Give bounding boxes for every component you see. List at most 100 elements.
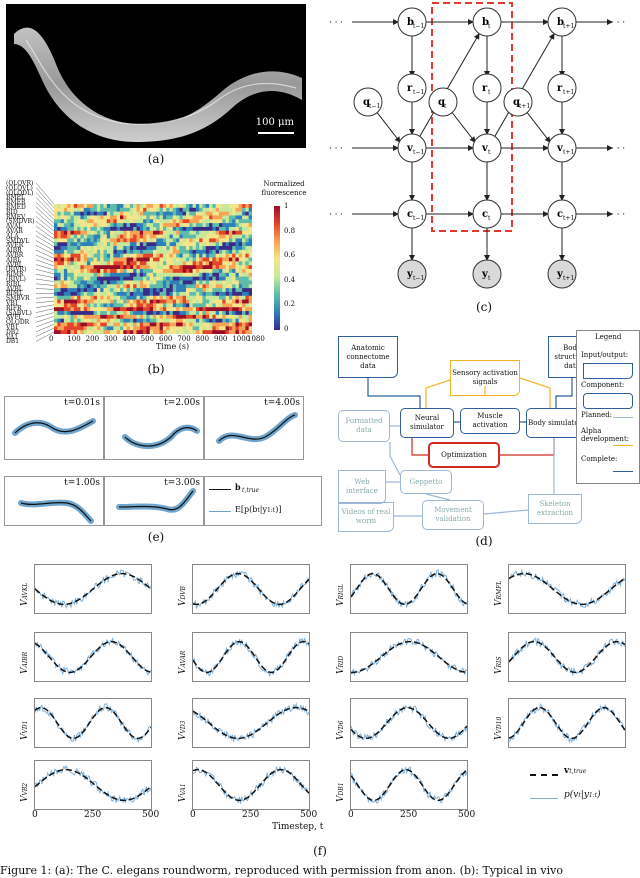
heatmap-cell [232,299,236,304]
heatmap-cell [162,299,167,304]
heatmap-cell [209,226,213,232]
heatmap-cell [54,295,58,300]
heatmap-cell [205,257,210,262]
heatmap-cell [57,246,61,251]
heatmap-cell [179,303,183,308]
heatmap-cell [189,234,193,239]
heatmap-cell [67,311,71,316]
heatmap-cell [143,303,147,308]
heatmap-cell [116,223,121,228]
heatmap-cell [63,318,68,323]
estimated-trace [351,704,467,742]
heatmap-cell [166,261,170,266]
neuron-label: VA1 [6,333,19,341]
heatmap-cell [225,330,230,334]
heatmap-cell [63,223,68,228]
heatmap-cell [169,295,174,300]
heatmap-cell [73,307,78,312]
heatmap-cell [129,253,134,258]
node-v-next [547,133,577,163]
heatmap-cell [83,295,88,300]
heatmap-cell [54,238,58,243]
heatmap-cell [146,234,150,239]
true-posture [14,420,94,434]
trace-plot [350,564,468,614]
heatmap-cell [242,284,246,289]
heatmap-cell [228,276,233,281]
heatmap-cell [189,246,193,251]
heatmap-cell [212,280,216,285]
heatmap-cell [248,253,252,258]
heatmap-cell [166,280,170,285]
posture-drawing [12,418,96,436]
heatmap-cell [245,238,249,243]
heatmap-cell [60,288,65,293]
heatmap-cell [70,246,75,251]
heatmap-cell [219,288,223,293]
movement-validation-box: Movement validation [422,500,484,530]
heatmap-cell [182,211,187,216]
heatmap-cell [87,272,91,277]
heatmap-cell [172,238,177,243]
heatmap-cell [179,246,183,251]
heatmap-cell [189,280,193,285]
heatmap-cell [219,219,223,224]
heatmap-cell [103,322,108,327]
heatmap-cell [136,230,141,235]
heatmap-cell [245,280,249,285]
heatmap-cell [136,257,141,262]
heatmap-cell [54,322,58,327]
heatmap-cell [189,276,193,281]
heatmap-cell [133,219,137,224]
heatmap-cell [136,269,141,274]
trace-svg [509,637,625,676]
heatmap-cell [235,295,240,300]
heatmap-cell [225,226,230,232]
heatmap-cell [70,230,75,235]
heatmap-cell [90,276,94,281]
heatmap-cell [143,204,147,209]
heatmap-cell [199,295,203,300]
heatmap-cell [133,211,137,216]
estimated-trace [509,568,625,608]
heatmap-cell [70,326,75,331]
heatmap-cell [179,230,183,235]
heatmap-cell [110,284,114,289]
node-c-next-label: c [557,209,563,220]
heatmap-cell [172,230,177,235]
heatmap-cell [70,253,75,258]
heatmap-cell [186,238,190,243]
heatmap-cell [225,326,230,331]
heatmap-cell [103,326,108,331]
heatmap-cell [106,322,111,327]
heatmap-cell [225,257,230,262]
heatmap-cell [195,234,200,239]
heatmap-cell [77,246,81,251]
heatmap-cell [70,269,75,274]
heatmap-cell [139,330,144,334]
heatmap-cell [80,219,84,224]
heatmap-cell [83,215,88,220]
heatmap-cell [162,288,167,293]
heatmap-cell [123,215,127,220]
heatmap-cell [212,318,216,323]
heatmap-cell [113,238,117,243]
trace-y-label: VVD10 [494,717,504,740]
heatmap-cell [245,234,249,239]
heatmap-cell [110,215,114,220]
heatmap-cell [54,242,58,247]
heatmap-cell [73,314,78,320]
heatmap-cell [63,219,68,224]
neuron-label: (RIVL) [6,276,26,283]
heatmap-cell [100,295,104,300]
panel-e-caption: (e) [147,530,165,544]
node-r-next-label: r [557,83,563,94]
heatmap-cell [172,303,177,308]
heatmap-cell [149,211,154,216]
heatmap-cell [228,253,233,258]
heatmap-cell [172,269,177,274]
heatmap-cell [242,253,246,258]
heatmap-cell [110,303,114,308]
heatmap-cell [235,238,240,243]
heatmap-cell [192,291,197,297]
